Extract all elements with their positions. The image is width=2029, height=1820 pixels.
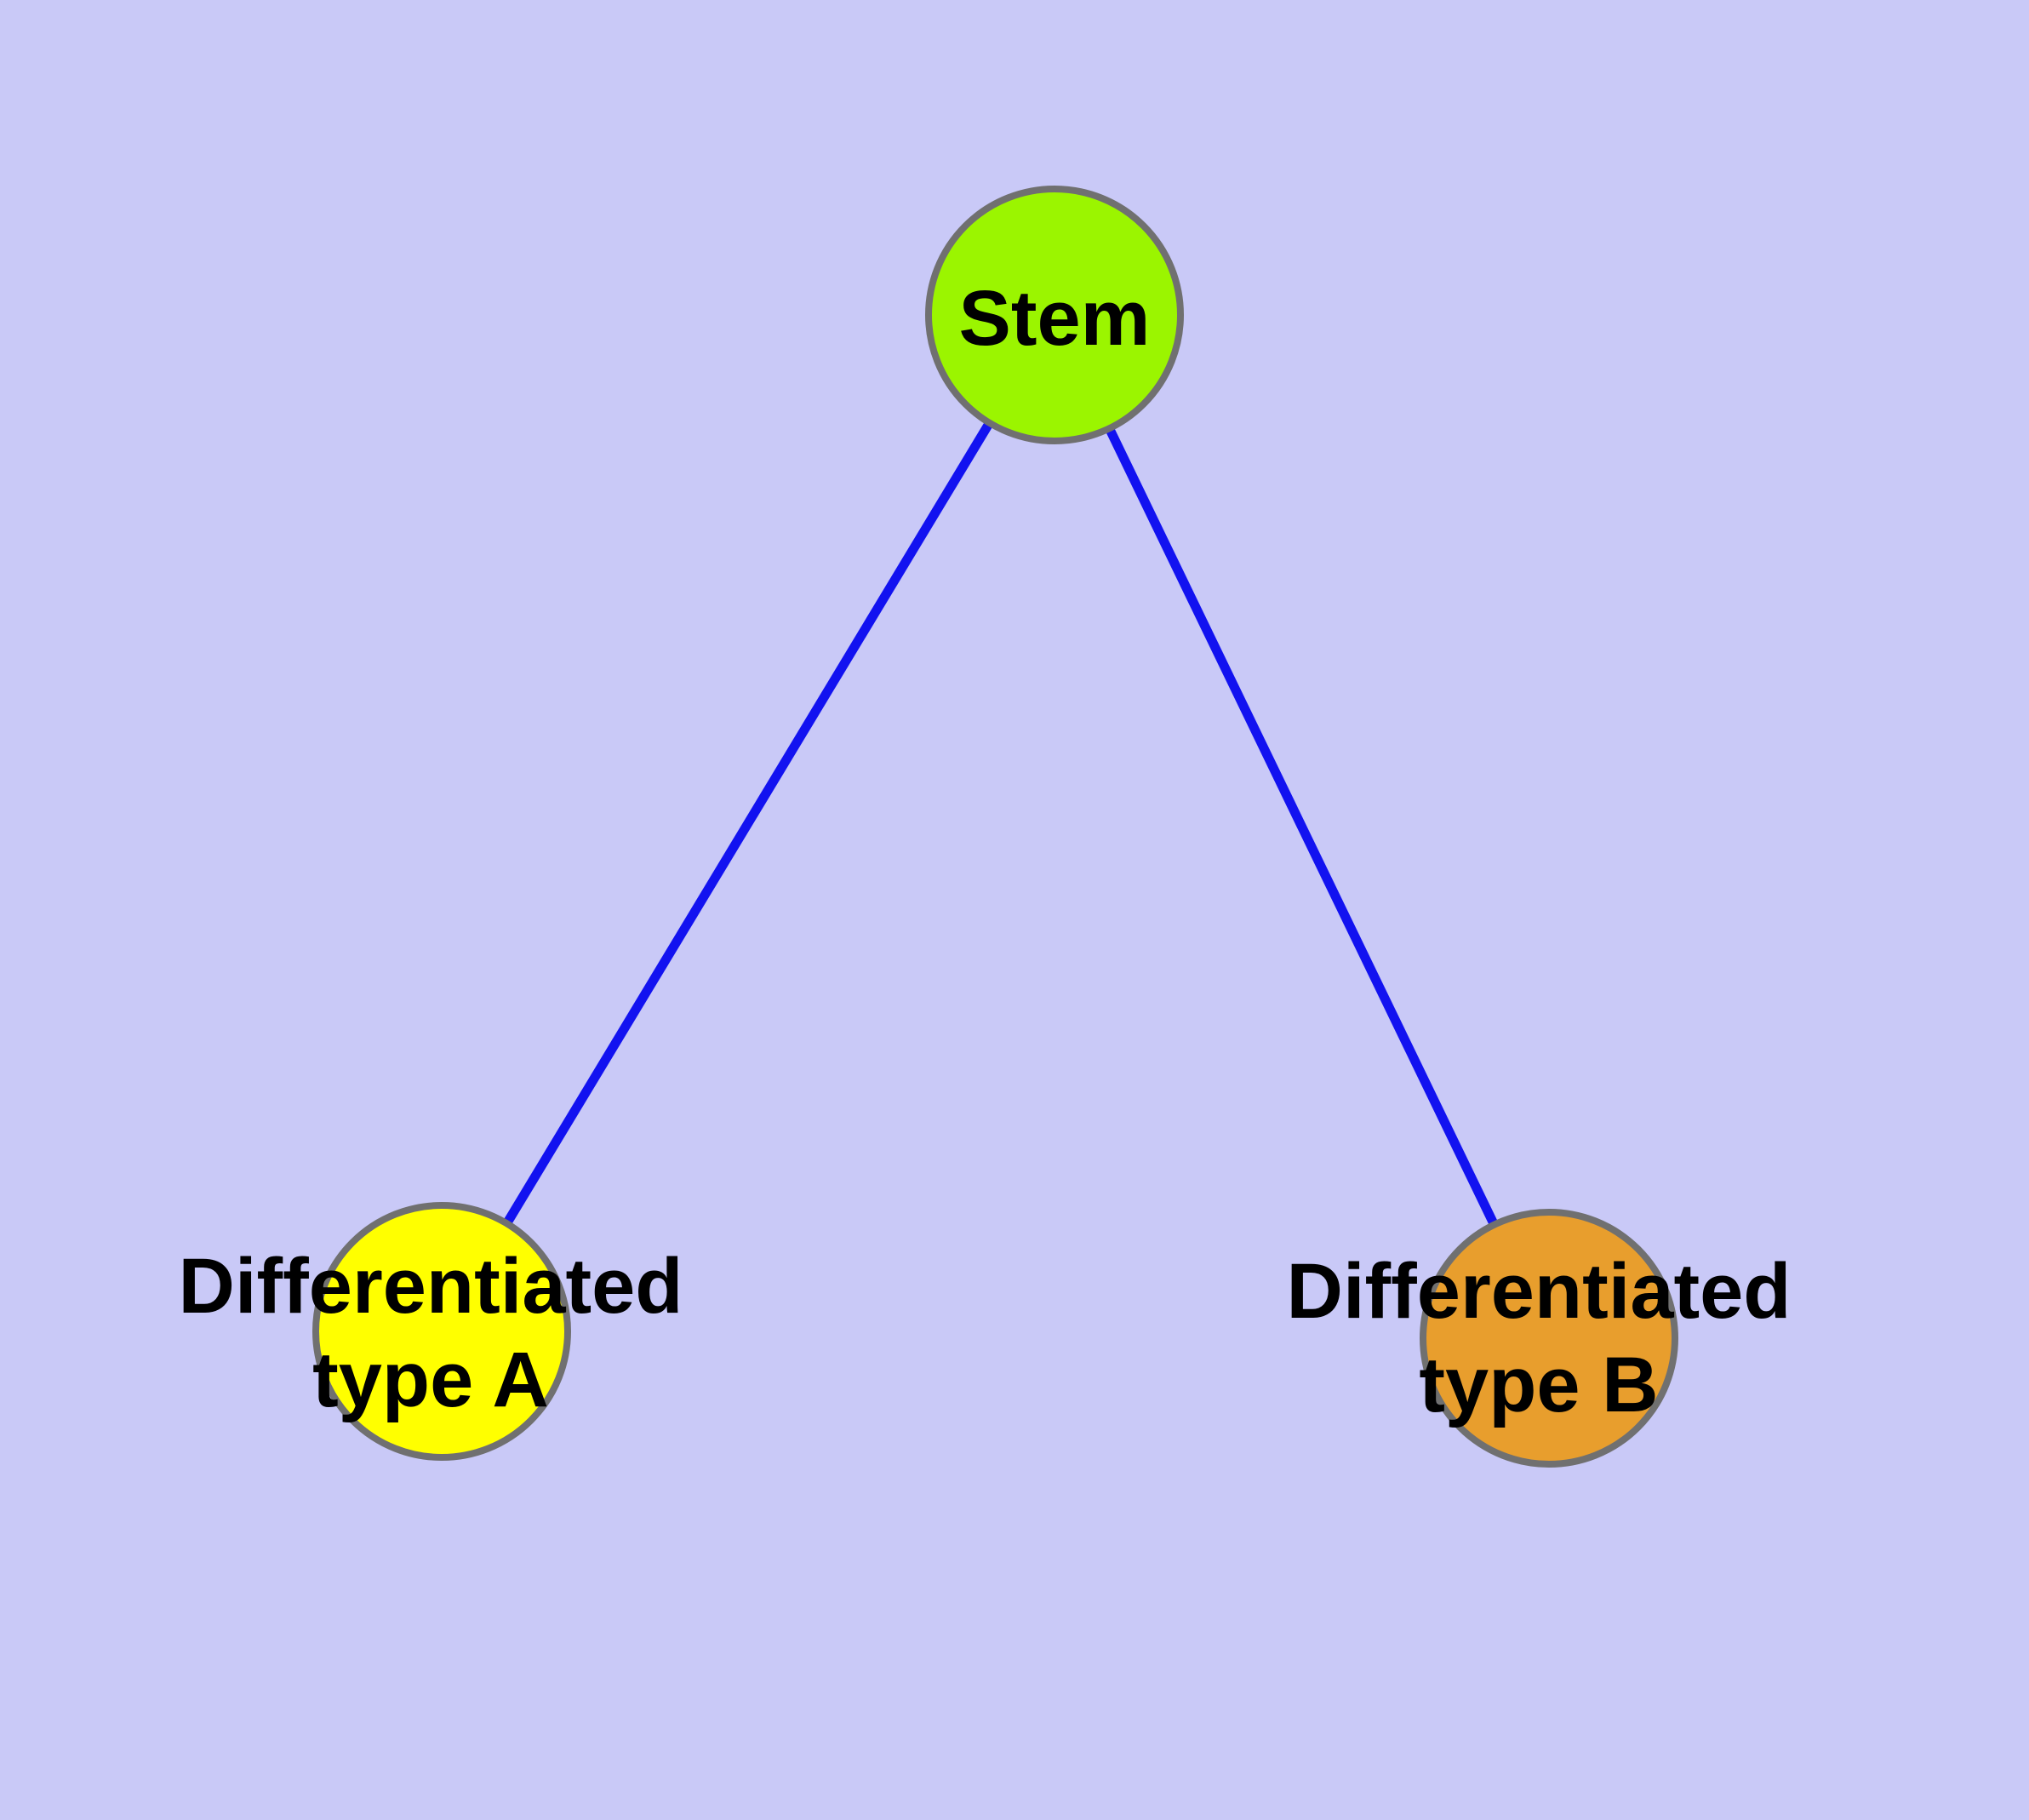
node-differentiated-type-a bbox=[312, 1202, 571, 1461]
edge-stem-to-type-b bbox=[1050, 312, 1553, 1341]
node-stem bbox=[925, 186, 1184, 444]
edge-stem-to-type-a bbox=[437, 312, 1059, 1334]
node-differentiated-type-b bbox=[1420, 1209, 1678, 1468]
